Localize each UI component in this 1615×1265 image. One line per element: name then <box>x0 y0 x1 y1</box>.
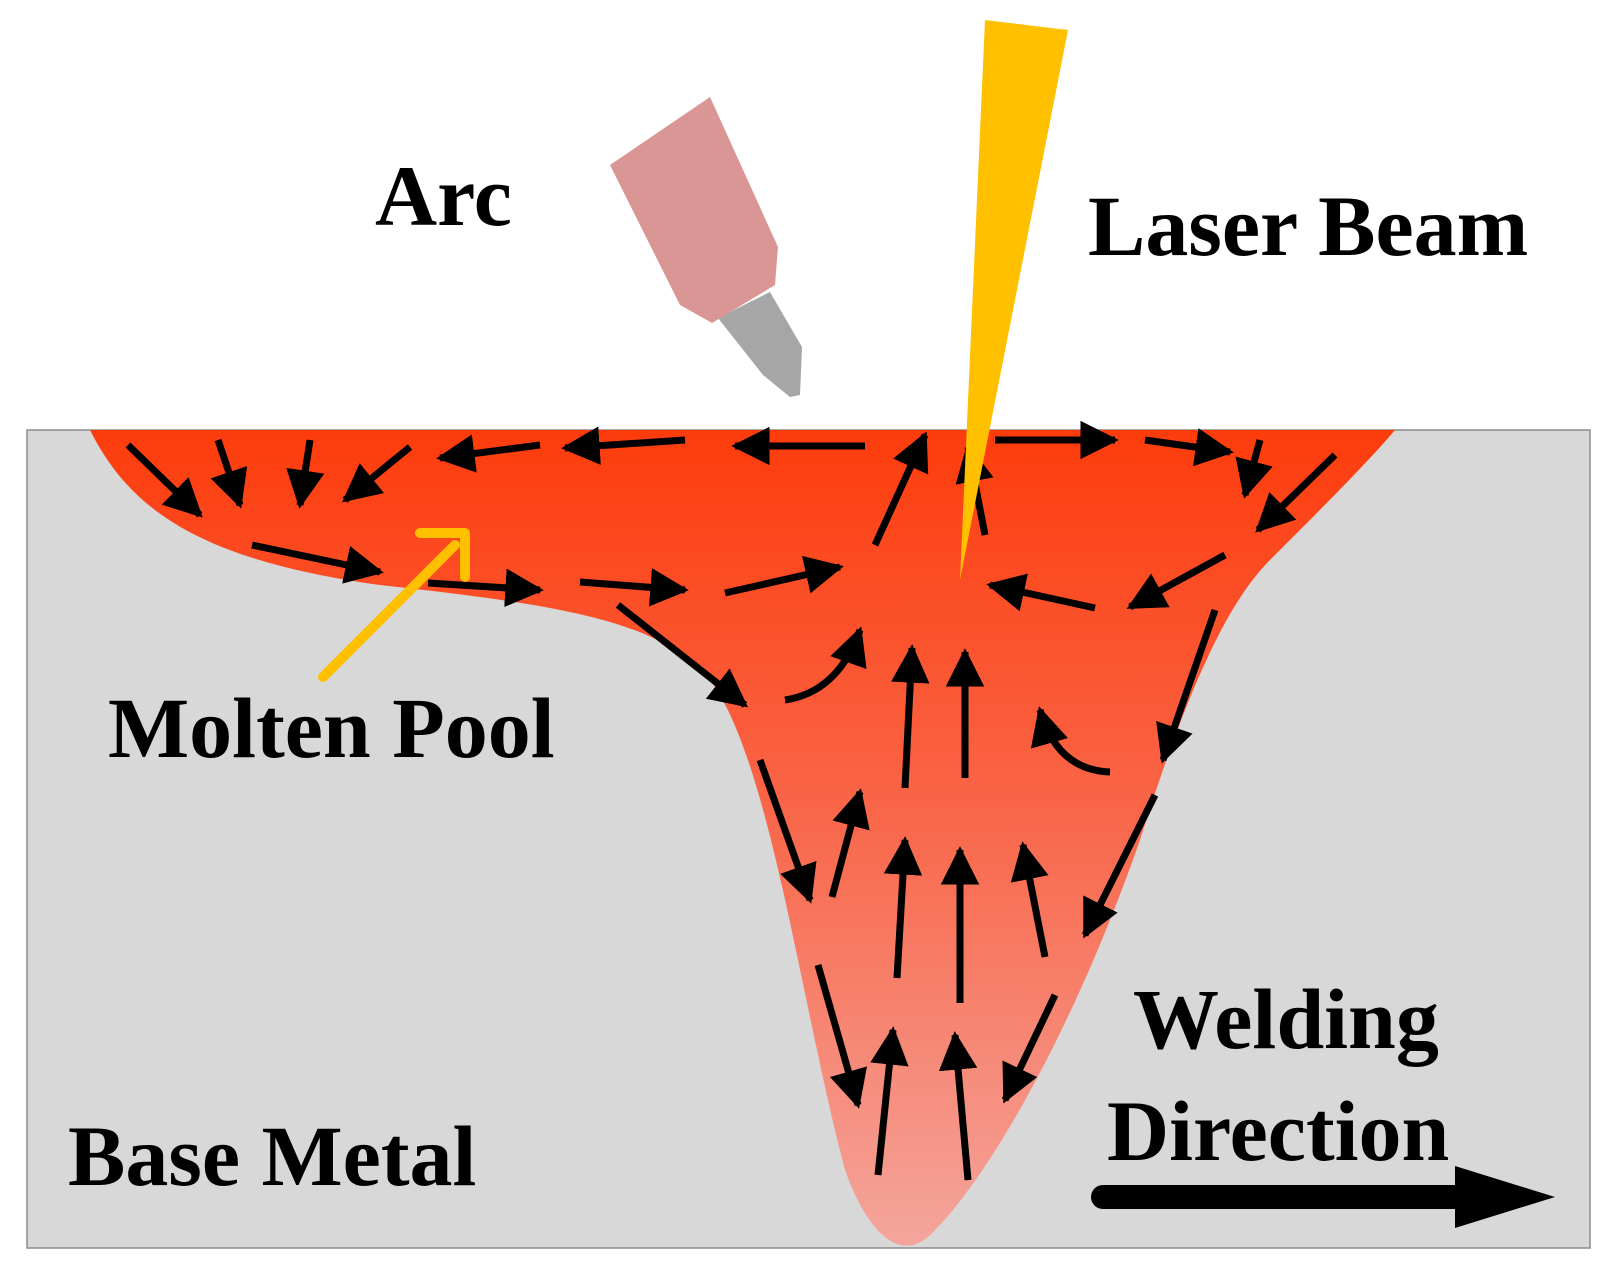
flow-arrow <box>1081 793 1159 939</box>
arc-label: Arc <box>375 148 512 244</box>
flow-arrow <box>436 434 541 473</box>
flow-arrow <box>342 444 413 503</box>
flow-arrow <box>1001 993 1059 1104</box>
molten-pool-pointer-arrow <box>318 528 470 682</box>
flow-arrow <box>724 555 844 597</box>
arc-torch-icon <box>610 97 802 397</box>
laser-beam-label: Laser Beam <box>1088 178 1528 274</box>
welding-direction-arrow-icon <box>1091 1166 1555 1228</box>
flow-arrow <box>814 964 867 1109</box>
flow-arrow <box>579 568 689 607</box>
flow-arrow <box>756 758 817 904</box>
flow-arrows <box>125 420 1338 1181</box>
welding-label: Welding <box>1133 971 1439 1067</box>
flow-arrow <box>286 439 325 509</box>
molten-pool-region <box>90 430 1395 1246</box>
flow-arrow <box>871 431 929 547</box>
direction-label: Direction <box>1107 1083 1449 1179</box>
electrode-tip <box>718 292 802 397</box>
laser-beam-icon <box>960 20 1068 580</box>
flow-arrow <box>251 541 384 584</box>
flow-arrow <box>883 836 923 979</box>
flow-arrow <box>1010 841 1049 958</box>
base-metal-label: Base Metal <box>68 1108 476 1204</box>
flow-arrow-curved <box>1030 706 1111 776</box>
flow-arrow <box>210 438 248 509</box>
flow-arrow <box>870 1026 909 1176</box>
flow-arrow <box>561 426 686 465</box>
torch-body <box>610 97 778 323</box>
flow-arrow <box>1126 551 1227 611</box>
flow-arrow <box>615 602 749 708</box>
flow-arrow <box>828 788 870 898</box>
flow-arrow <box>986 573 1096 612</box>
flow-arrow <box>1144 428 1234 467</box>
flow-arrow <box>1255 452 1338 533</box>
flow-arrow <box>125 442 203 518</box>
flow-arrow <box>427 568 544 608</box>
flow-arrow <box>1235 439 1273 499</box>
flow-arrow-curved <box>784 626 867 704</box>
molten-pool-label: Molten Pool <box>108 680 555 776</box>
flow-arrow <box>938 1031 978 1181</box>
flow-arrow <box>891 644 930 789</box>
flow-arrow <box>1156 608 1219 764</box>
